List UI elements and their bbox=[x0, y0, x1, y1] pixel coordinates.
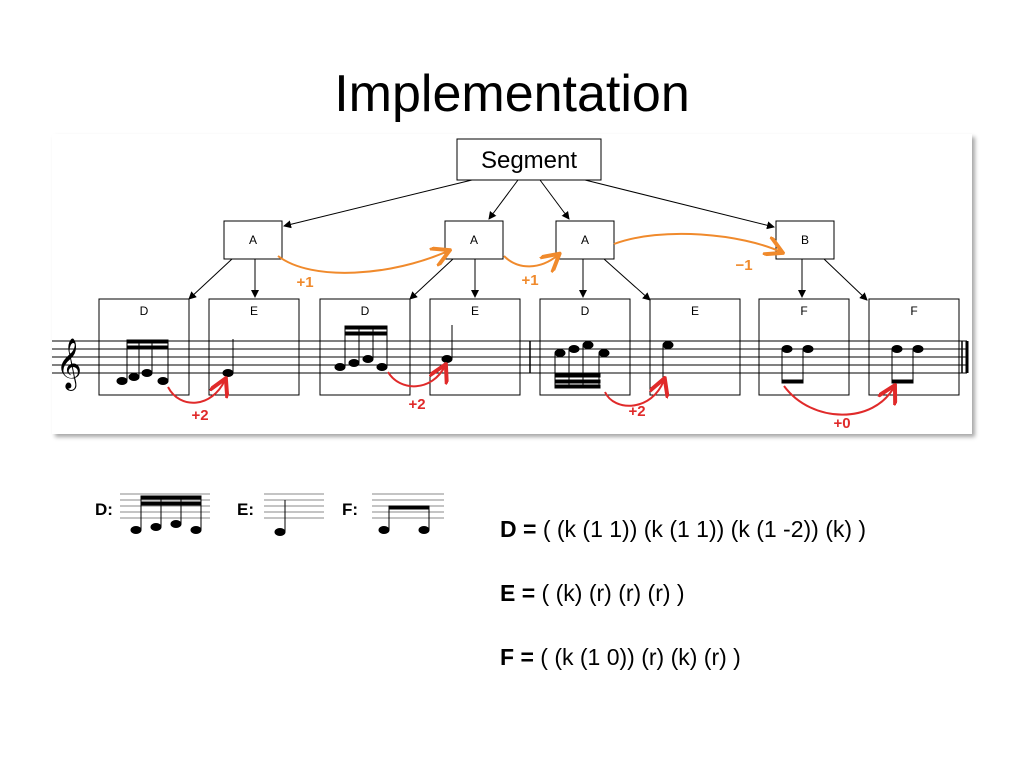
interval-label: +2 bbox=[628, 403, 645, 420]
interval-label: +2 bbox=[191, 407, 208, 424]
legend-d-notes bbox=[130, 495, 202, 534]
svg-text:E: E bbox=[250, 304, 258, 318]
svg-text:E: E bbox=[471, 304, 479, 318]
legend-f-notes bbox=[378, 505, 430, 534]
interval-label: −1 bbox=[735, 257, 752, 274]
svg-text:F: F bbox=[800, 304, 807, 318]
legend-f-label: F: bbox=[342, 500, 359, 519]
slide-title: Implementation bbox=[334, 65, 690, 123]
interval-label: +2 bbox=[408, 396, 425, 413]
svg-text:D: D bbox=[140, 304, 149, 318]
legend-e-label: E: bbox=[237, 500, 254, 519]
interval-label: +1 bbox=[296, 274, 313, 291]
notes-f2 bbox=[891, 345, 924, 384]
segment-node: Segment bbox=[456, 138, 602, 181]
legend-e-notes bbox=[274, 500, 286, 536]
rhythm-legend: D: E: F: bbox=[92, 486, 472, 546]
svg-text:D: D bbox=[361, 304, 370, 318]
svg-text:E: E bbox=[691, 304, 699, 318]
formula-f: F = ( (k (1 0)) (r) (k) (r) ) bbox=[500, 644, 741, 670]
svg-text:D: D bbox=[581, 304, 590, 318]
formula-e: E = ( (k) (r) (r) (r) ) bbox=[500, 580, 685, 606]
segment-label: Segment bbox=[481, 147, 577, 174]
notes-d1 bbox=[116, 339, 169, 385]
level1-node: B bbox=[775, 220, 835, 260]
level1-node: A bbox=[444, 220, 504, 260]
notes-e2 bbox=[441, 325, 453, 363]
notes-f1 bbox=[781, 345, 814, 384]
level1-node: A bbox=[223, 220, 283, 260]
treble-clef-icon: 𝄞 bbox=[56, 338, 82, 391]
level2-labels: D E D E D E F F bbox=[140, 304, 918, 318]
red-interval-arrows bbox=[167, 366, 894, 416]
notes-e1 bbox=[222, 339, 234, 377]
svg-text:B: B bbox=[801, 233, 809, 247]
svg-text:F: F bbox=[910, 304, 917, 318]
legend-svg bbox=[120, 493, 444, 536]
svg-text:A: A bbox=[249, 233, 257, 247]
segment-tree-diagram: Segment A A A B bbox=[52, 134, 972, 434]
interval-label: +0 bbox=[833, 415, 850, 432]
notes-d2 bbox=[334, 325, 388, 371]
music-staff bbox=[52, 340, 969, 374]
rhythm-formulas: D = ( (k (1 1)) (k (1 1)) (k (1 -2)) (k)… bbox=[500, 512, 1000, 704]
svg-text:A: A bbox=[581, 233, 589, 247]
formula-d: D = ( (k (1 1)) (k (1 1)) (k (1 -2)) (k)… bbox=[500, 516, 867, 542]
orange-interval-arrows bbox=[277, 232, 781, 274]
notes-d3 bbox=[554, 341, 610, 389]
tree-svg: Segment A A A B bbox=[52, 138, 969, 432]
notes-e3 bbox=[662, 341, 674, 382]
svg-text:A: A bbox=[470, 233, 478, 247]
interval-label: +1 bbox=[521, 272, 538, 289]
level1-node: A bbox=[555, 220, 615, 260]
legend-d-label: D: bbox=[95, 500, 113, 519]
